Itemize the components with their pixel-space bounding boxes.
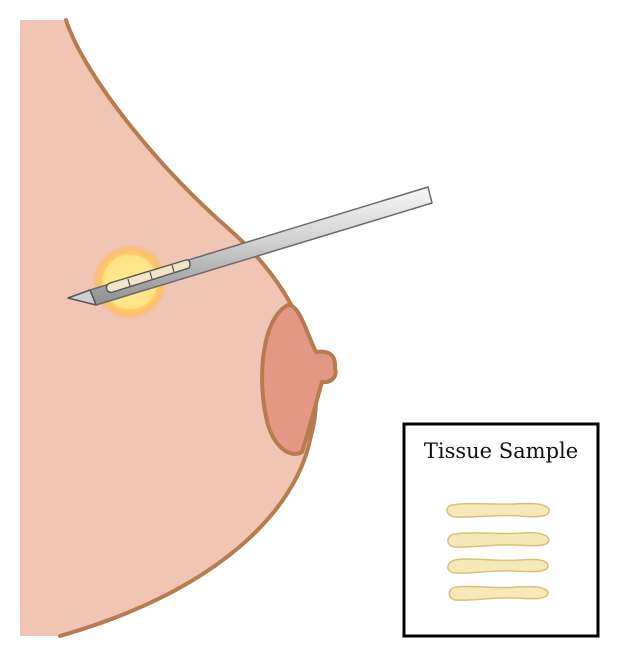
needle-tip (67, 289, 97, 306)
tissue-sample-inset: Tissue Sample (402, 422, 600, 638)
areola (260, 303, 338, 456)
tissue-sample (447, 532, 550, 548)
needle-notch-mark (127, 278, 131, 287)
tissue-sample (448, 585, 549, 601)
needle-notch-mark (149, 271, 153, 280)
breast-shape (20, 20, 317, 636)
biopsy-needle-icon (67, 186, 433, 306)
tissue-sample (446, 502, 550, 518)
tissue-sample (447, 558, 549, 574)
inset-title: Tissue Sample (424, 439, 578, 463)
inset-border (402, 422, 600, 638)
needle-notch (105, 259, 191, 293)
needle-notch-mark (171, 264, 175, 273)
